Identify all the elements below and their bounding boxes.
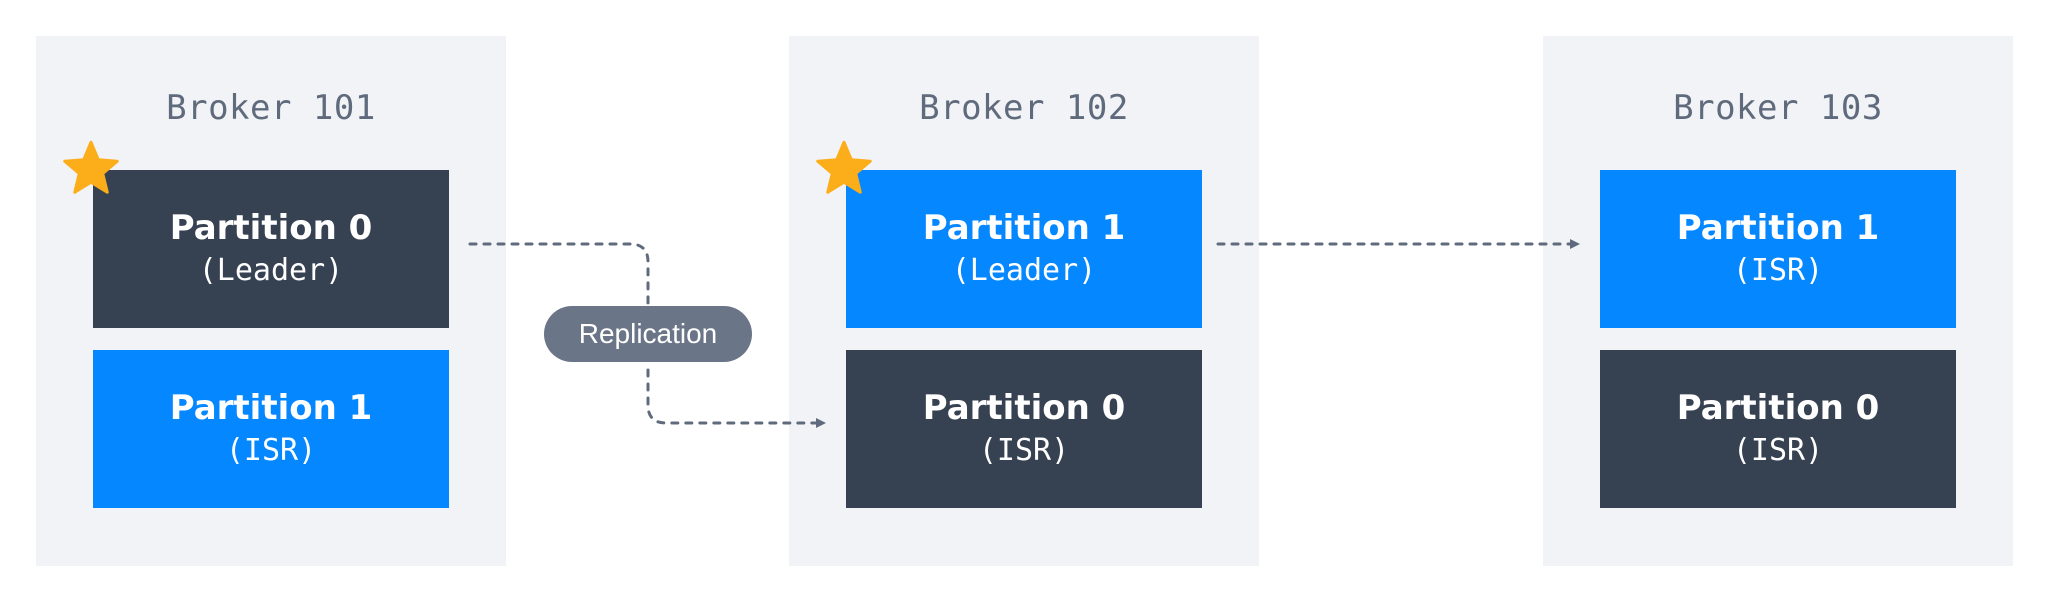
- partition-name: Partition 1: [1676, 208, 1880, 248]
- partition-card: Partition 0 (ISR): [846, 350, 1202, 508]
- partition-name: Partition 1: [169, 388, 373, 428]
- broker-102-panel: Broker 102 Partition 1 (Leader) Partitio…: [789, 36, 1259, 566]
- broker-title: Broker 103: [1673, 88, 1883, 128]
- partition-name: Partition 0: [922, 388, 1126, 428]
- partition-role: (ISR): [978, 433, 1070, 468]
- broker-title: Broker 102: [919, 88, 1129, 128]
- partition-role: (ISR): [225, 433, 317, 468]
- star-icon: [63, 140, 119, 194]
- partition-card: Partition 1 (ISR): [1600, 170, 1956, 328]
- partition-role: (ISR): [1732, 433, 1824, 468]
- partition-role: (Leader): [198, 253, 344, 288]
- partition-name: Partition 0: [169, 208, 373, 248]
- partition-name: Partition 1: [922, 208, 1126, 248]
- partition-card: Partition 1 (ISR): [93, 350, 449, 508]
- partition-card: Partition 0 (Leader): [63, 140, 449, 328]
- star-icon: [816, 140, 872, 194]
- partition-card: Partition 0 (ISR): [1600, 350, 1956, 508]
- partition-role: (ISR): [1732, 253, 1824, 288]
- broker-title: Broker 101: [166, 88, 376, 128]
- partition-name: Partition 0: [1676, 388, 1880, 428]
- partition-role: (Leader): [951, 253, 1097, 288]
- replication-label: Replication: [544, 306, 752, 362]
- partition-card: Partition 1 (Leader): [816, 140, 1202, 328]
- broker-101-panel: Broker 101 Partition 0 (Leader) Partitio…: [36, 36, 506, 566]
- broker-103-panel: Broker 103 Partition 1 (ISR) Partition 0…: [1543, 36, 2013, 566]
